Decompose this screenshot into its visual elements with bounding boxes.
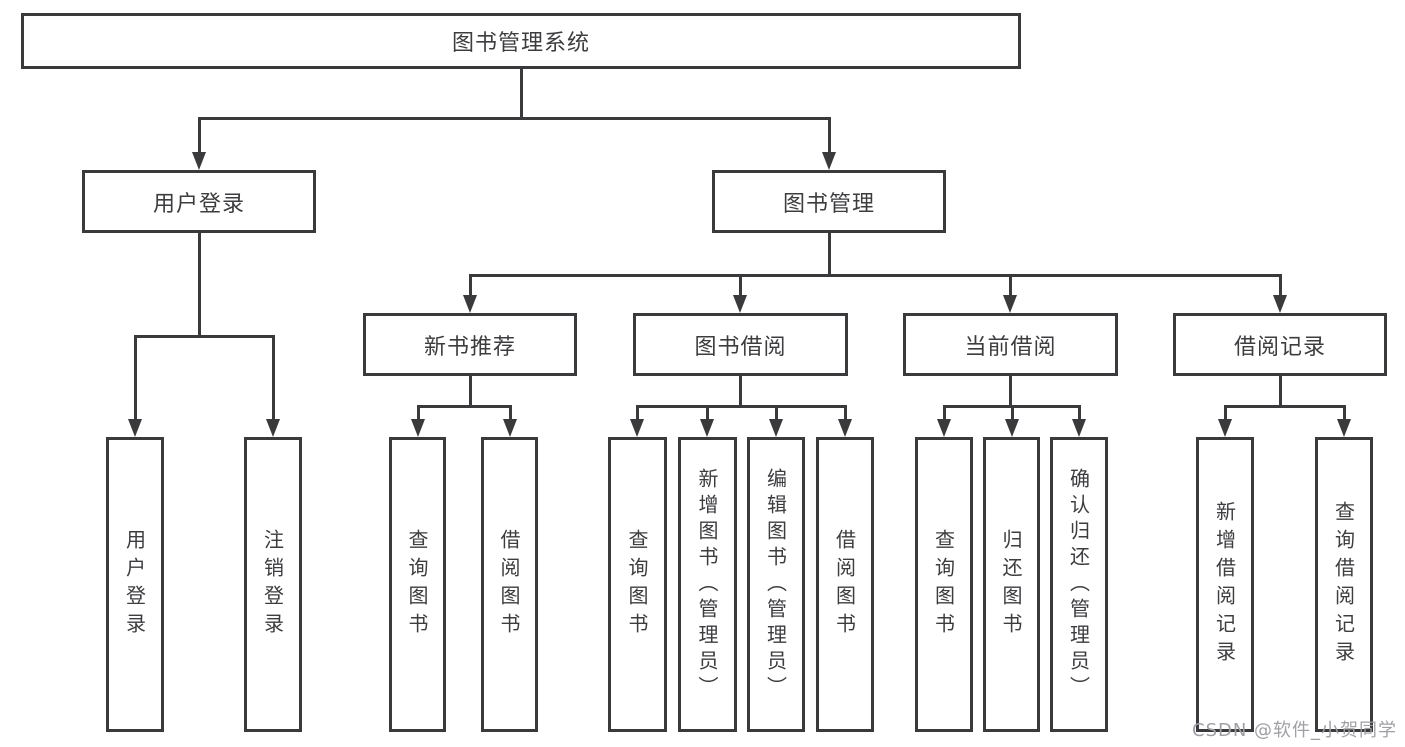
node-new-book-recommend-label: 新书推荐 [423,334,516,360]
node-new-book-recommend: 新书推荐 [363,313,577,376]
leaf-user-login: 用户登录 [106,437,164,732]
arrowhead-records-query [1337,419,1351,437]
arrowhead-book-borrow [733,295,747,313]
connector-stub-book-borrow [739,274,742,297]
node-book-management: 图书管理 [712,170,946,233]
node-user-login: 用户登录 [82,170,316,233]
node-current-borrow-label: 当前借阅 [964,334,1057,360]
arrowhead-borrow-records [1273,295,1287,313]
leaf-records-query-record: 查询借阅记录 [1315,437,1373,732]
connector-stub-leaf-logout [272,335,275,420]
leaf-borrow-edit-books-admin-label: 编辑图书（管理员） [763,467,788,702]
arrowhead-borrow-add [700,419,714,437]
leaf-records-add-record-label: 新增借阅记录 [1212,500,1237,669]
arrowhead-leaf-user-login [128,419,142,437]
connector-recommend-stem [469,376,472,408]
leaf-borrow-query-books: 查询图书 [608,437,667,732]
connector-stub-current-return [1011,405,1014,421]
leaf-recommend-borrow-books: 借阅图书 [481,437,538,732]
leaf-borrow-add-books-admin-label: 新增图书（管理员） [695,467,719,702]
connector-stub-records-add [1224,405,1227,421]
arrowhead-user-login [192,152,206,170]
connector-stub-current-confirm [1078,405,1081,421]
connector-stub-borrow-query [636,405,639,421]
connector-book-management-hline [469,274,1282,277]
leaf-current-return-books: 归还图书 [983,437,1040,732]
connector-user-login-hline [134,335,275,338]
connector-stub-borrow-records [1279,274,1282,297]
leaf-recommend-query-books: 查询图书 [389,437,446,732]
connector-borrow-stem [739,376,742,408]
node-book-borrow: 图书借阅 [633,313,848,376]
node-borrow-records-label: 借阅记录 [1233,334,1326,360]
leaf-current-confirm-return-admin: 确认归还（管理员） [1050,437,1108,732]
arrowhead-current-borrow [1003,295,1017,313]
arrowhead-borrow-edit [769,419,783,437]
arrowhead-borrow-borrow [838,419,852,437]
connector-book-management-stem [828,233,831,276]
arrowhead-recommend-borrow [503,419,517,437]
arrowhead-borrow-query [630,419,644,437]
node-root: 图书管理系统 [21,13,1021,69]
connector-stub-current-query [943,405,946,421]
node-borrow-records: 借阅记录 [1173,313,1387,376]
node-current-borrow: 当前借阅 [903,313,1118,376]
leaf-recommend-borrow-books-label: 借阅图书 [497,528,521,641]
connector-root-hline [198,117,831,120]
leaf-current-query-books-label: 查询图书 [931,528,956,641]
connector-borrow-hline [636,405,847,408]
leaf-current-confirm-return-admin-label: 确认归还（管理员） [1066,467,1091,702]
leaf-recommend-query-books-label: 查询图书 [405,528,429,641]
connector-stub-borrow-add [706,405,709,421]
arrowhead-current-confirm [1072,419,1086,437]
connector-current-stem [1009,376,1012,408]
connector-user-login-stem [198,233,201,338]
arrowhead-records-add [1218,419,1232,437]
connector-stub-leaf-user-login [134,335,137,420]
connector-root-stem [520,68,523,118]
leaf-logout-label: 注销登录 [260,528,285,641]
leaf-borrow-add-books-admin: 新增图书（管理员） [678,437,737,732]
connector-stub-borrow-borrow [844,405,847,421]
connector-stub-recommend-borrow [509,405,512,421]
arrowhead-current-query [937,419,951,437]
connector-stub-records-query [1343,405,1346,421]
node-book-borrow-label: 图书借阅 [694,334,787,360]
connector-stub-current-borrow [1009,274,1012,297]
arrowhead-recommend-query [411,419,425,437]
leaf-records-query-record-label: 查询借阅记录 [1331,500,1356,669]
node-root-label: 图书管理系统 [451,31,590,56]
leaf-borrow-query-books-label: 查询图书 [625,528,649,641]
connector-stub-user-login [198,117,201,153]
leaf-user-login-label: 用户登录 [122,528,147,641]
leaf-records-add-record: 新增借阅记录 [1196,437,1254,732]
connector-records-hline [1224,405,1346,408]
connector-stub-recommend-query [417,405,420,421]
connector-recommend-hline [417,405,512,408]
leaf-current-return-books-label: 归还图书 [999,528,1023,641]
arrowhead-current-return [1005,419,1019,437]
node-user-login-label: 用户登录 [152,191,245,217]
arrowhead-leaf-logout [266,419,280,437]
node-book-management-label: 图书管理 [782,191,875,217]
arrowhead-new-book-recommend [463,295,477,313]
leaf-borrow-edit-books-admin: 编辑图书（管理员） [747,437,805,732]
connector-records-stem [1279,376,1282,408]
leaf-logout: 注销登录 [244,437,302,732]
leaf-current-query-books: 查询图书 [915,437,973,732]
arrowhead-book-management [822,152,836,170]
connector-stub-book-management [828,117,831,153]
watermark: CSDN @软件_小贺同学 [1192,720,1398,741]
leaf-borrow-borrow-books-label: 借阅图书 [832,528,857,641]
connector-stub-borrow-edit [775,405,778,421]
connector-stub-new-book-recommend [469,274,472,297]
leaf-borrow-borrow-books: 借阅图书 [816,437,874,732]
